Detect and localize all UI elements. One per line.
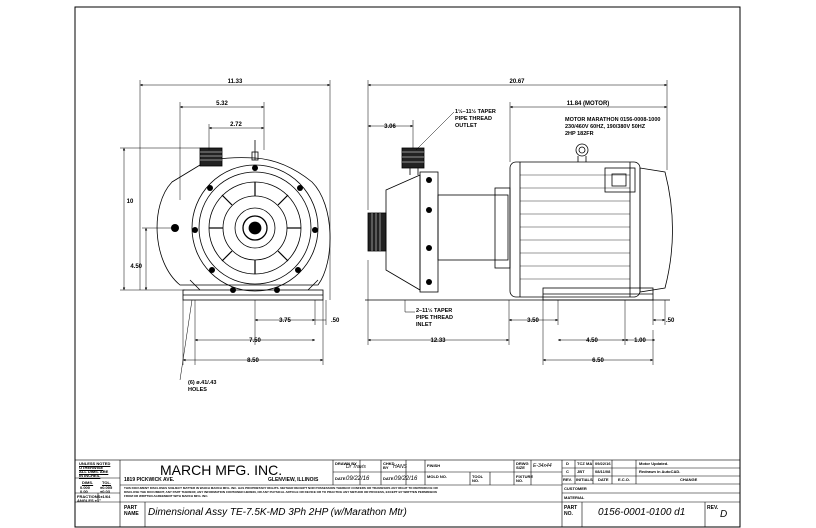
- rev-header-rev: REV.: [563, 477, 572, 482]
- motor-note-line2: 230/460V 60HZ, 190/380V 50HZ: [565, 124, 646, 130]
- outlet-note-line3: OUTLET: [455, 123, 478, 129]
- dim-overall-height: 10: [127, 199, 134, 205]
- front-view: [156, 140, 331, 301]
- date-drawn-value: 09/22/16: [346, 476, 370, 482]
- dim-foot-length: 6.50: [592, 358, 604, 364]
- dim-side-outlet-offset: 3.06: [384, 124, 396, 130]
- outlet-note-line2: PIPE THREAD: [455, 116, 492, 122]
- dim-side-foot-gap: .50: [666, 318, 675, 324]
- tolerance-header-4: IN INCHES.: [79, 473, 101, 478]
- material-label: MATERIAL: [564, 495, 585, 500]
- tolerance-col-dims: DIMS.: [82, 480, 94, 485]
- part-number-label-1: PART: [564, 505, 578, 511]
- dim-foot-bolt-span: 4.50: [586, 338, 598, 344]
- part-number-value: 0156-0001-0100 d1: [598, 507, 686, 518]
- revision-label: REV.: [707, 505, 719, 511]
- customer-label: CUSTOMER: [564, 486, 587, 491]
- inlet-note-line2: PIPE THREAD: [416, 315, 453, 321]
- tolerance-col-tol: TOL.: [102, 480, 112, 485]
- dim-foot-half: 3.75: [279, 318, 291, 324]
- revision-value: D: [720, 509, 728, 520]
- rev-row-2-rev: C: [566, 469, 569, 474]
- disclaimer-line2: DISCLOSE THE DOCUMENT, ANY PART THEREOF,…: [124, 490, 437, 494]
- tolerance-row1-dim: 0.000: [80, 485, 91, 490]
- company-name: MARCH MFG. INC.: [160, 462, 283, 478]
- checked-by-value: HANS: [393, 464, 407, 470]
- rev-header-date: DATE: [598, 477, 609, 482]
- company-city: GLENVIEW, ILLINOIS: [268, 477, 319, 483]
- rev-row-2-by: JBT: [577, 469, 585, 474]
- dim-outlet-offset: 5.32: [216, 101, 228, 107]
- disclaimer-line1: THIS DOCUMENT DISCLOSES SUBJECT MATTER I…: [124, 486, 438, 490]
- rev-row-1-mark: MA: [586, 461, 593, 466]
- dim-base-width: 8.50: [247, 358, 259, 364]
- dim-front-foot-gap: .50: [331, 318, 340, 324]
- tolerance-header-3: ALL DIMS. ARE: [79, 469, 109, 474]
- part-name-label-1: PART: [124, 505, 138, 511]
- dim-shaft-height: 4.50: [130, 264, 142, 270]
- dim-overall-length: 20.67: [509, 79, 525, 85]
- drawn-by-label: DRAWN BY: [335, 461, 357, 466]
- rev-row-1-date: 09/22/16: [595, 461, 611, 466]
- rev-row-1-rev: D: [566, 461, 569, 466]
- part-name-value: Dimensional Assy TE-7.5K-MD 3Ph 2HP (w/M…: [148, 507, 407, 518]
- rev-row-2-change: Redrawn in AutoCAD.: [639, 469, 681, 474]
- drawn-by-value: Dr Travis: [346, 464, 366, 470]
- tolerance-row1-tol: ±0.005: [100, 485, 113, 490]
- drawing-size-label: DRWG SIZE: [516, 461, 529, 470]
- motor-note-line1: MOTOR MARATHON 0156-0008-1000: [565, 117, 660, 123]
- rev-row-1-by: TCZ: [577, 461, 585, 466]
- rev-header-eco: E.C.O.: [618, 477, 631, 482]
- tolerance-angles: ANGLES ±1°: [77, 498, 101, 503]
- checked-by-label: CHKD BY: [383, 461, 395, 470]
- inlet-note-line3: INLET: [416, 322, 433, 328]
- inlet-note-line1: 2–11½ TAPER: [416, 307, 452, 314]
- dim-motor-length: 11.84 (MOTOR): [567, 101, 610, 107]
- tolerance-row2-tol: ±0.03: [100, 489, 110, 494]
- motor-note-line3: 2HP 182FR: [565, 131, 594, 137]
- disclaimer-line3: FROM OR WRITTEN AGREEMENT WITH MARCH MFG…: [124, 494, 209, 498]
- tolerance-header-2: OTHERWISE: [79, 465, 104, 470]
- rev-header-initials: INITIALS: [576, 477, 593, 482]
- tool-number-label: TOOL NO.: [472, 474, 483, 483]
- part-name-label-2: NAME: [124, 511, 139, 517]
- company-address: 1819 PICKWICK AVE.: [124, 477, 175, 483]
- dim-foot-span: 7.50: [249, 338, 261, 344]
- title-block-grid: [74, 459, 741, 528]
- date-checked-label: DATE: [383, 476, 394, 481]
- fixture-number-label: FIXTURE NO.: [516, 474, 534, 483]
- dim-overall-width: 11.33: [228, 79, 243, 85]
- dim-outlet-center: 2.72: [230, 122, 242, 128]
- outlet-note-line1: 1½–11½ TAPER: [455, 108, 496, 115]
- rev-row-2-date: 08/11/08: [595, 469, 611, 474]
- tolerance-fractions: FRACTIONS±1/64: [77, 494, 111, 499]
- rev-row-1-change: Motor Updated.: [639, 461, 669, 466]
- holes-note-line2: HOLES: [188, 387, 207, 393]
- dim-foot-edge: 1.00: [634, 338, 646, 344]
- side-view-dimensions: [367, 80, 668, 365]
- holes-note-line1: (6) ø.41/.43: [188, 380, 216, 386]
- mold-number-label: MOLD NO.: [427, 474, 447, 479]
- date-checked-value: 09/22/16: [394, 476, 418, 482]
- front-view-dimensions: [120, 80, 331, 381]
- tolerance-header-1: UNLESS NOTED: [79, 461, 111, 466]
- rev-header-change: CHANGE: [680, 477, 698, 482]
- side-view: [365, 143, 673, 301]
- dim-pump-to-foot: 12.33: [430, 338, 446, 344]
- drawing-size-value: E-34x44: [533, 463, 552, 469]
- finish-label: FINISH: [427, 463, 441, 468]
- part-number-label-2: NO.: [564, 511, 573, 517]
- date-drawn-label: DATE: [335, 476, 346, 481]
- tolerance-row2-dim: 0.00: [80, 489, 88, 494]
- dim-inlet-to-foot: 3.50: [527, 318, 539, 324]
